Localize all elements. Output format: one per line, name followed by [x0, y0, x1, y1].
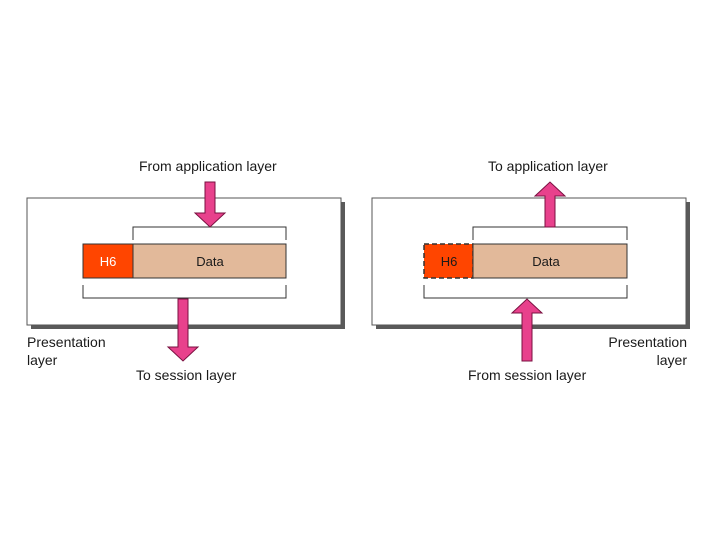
left-data-label: Data [196, 254, 224, 269]
right-outgoing-arrow [533, 181, 567, 228]
right-data-block [472, 243, 628, 279]
left-bottom-label: To session layer [136, 367, 237, 383]
left-panel: H6 Data [26, 181, 345, 362]
right-h6-label: H6 [441, 254, 458, 269]
left-bottom-bracket [82, 285, 287, 299]
right-layer-label-line2: layer [656, 352, 687, 368]
right-bottom-bracket [423, 285, 628, 299]
right-panel: H6 Data [371, 181, 690, 362]
left-h6-label: H6 [100, 254, 117, 269]
left-layer-label-line1: Presentation [27, 334, 106, 350]
left-data-block [132, 243, 287, 279]
right-bottom-label: From session layer [468, 367, 587, 383]
right-top-label: To application layer [488, 158, 608, 174]
left-h6-header [82, 243, 134, 279]
left-top-label: From application layer [139, 158, 277, 174]
right-data-label: Data [532, 254, 560, 269]
left-incoming-arrow [193, 181, 227, 228]
right-layer-label-line1: Presentation [608, 334, 687, 350]
right-h6-header [423, 243, 474, 279]
left-outgoing-arrow [166, 298, 200, 362]
right-incoming-arrow [510, 298, 544, 362]
left-layer-label-line2: layer [27, 352, 58, 368]
